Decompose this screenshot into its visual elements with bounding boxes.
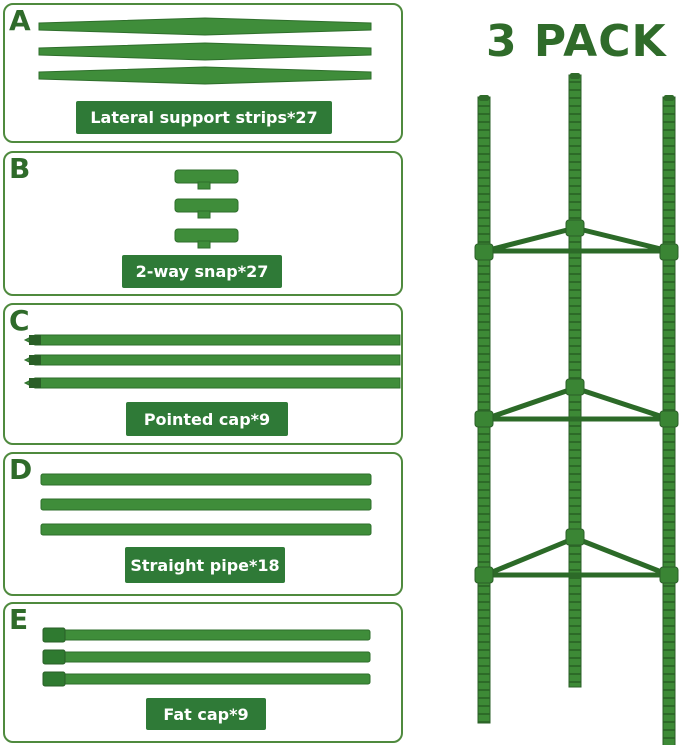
assembled-plant-cage-image	[474, 73, 679, 745]
part-label-d: Straight pipe*18	[125, 547, 285, 583]
part-label-c: Pointed cap*9	[126, 402, 288, 436]
part-label-b: 2-way snap*27	[122, 255, 282, 288]
part-panel-c: C Pointed cap*9	[3, 303, 403, 445]
straight-pipe-image	[40, 473, 372, 536]
part-panel-a: A Lateral support strips*27	[3, 3, 403, 143]
part-letter-d: D	[9, 453, 33, 486]
part-label-e: Fat cap*9	[146, 698, 266, 730]
part-panel-d: D Straight pipe*18	[3, 452, 403, 596]
fat-cap-image	[42, 627, 371, 687]
lateral-support-strips-image	[38, 17, 372, 85]
part-letter-e: E	[9, 603, 29, 636]
part-letter-a: A	[9, 4, 31, 37]
part-panel-b: B 2-way snap*27	[3, 151, 403, 296]
two-way-snap-image	[174, 169, 239, 249]
pointed-cap-image	[23, 334, 401, 389]
part-letter-c: C	[9, 304, 30, 337]
part-label-a: Lateral support strips*27	[76, 101, 332, 134]
part-letter-b: B	[9, 152, 31, 185]
pack-count-title: 3 PACK	[486, 16, 667, 67]
part-panel-e: E Fat cap*9	[3, 602, 403, 743]
